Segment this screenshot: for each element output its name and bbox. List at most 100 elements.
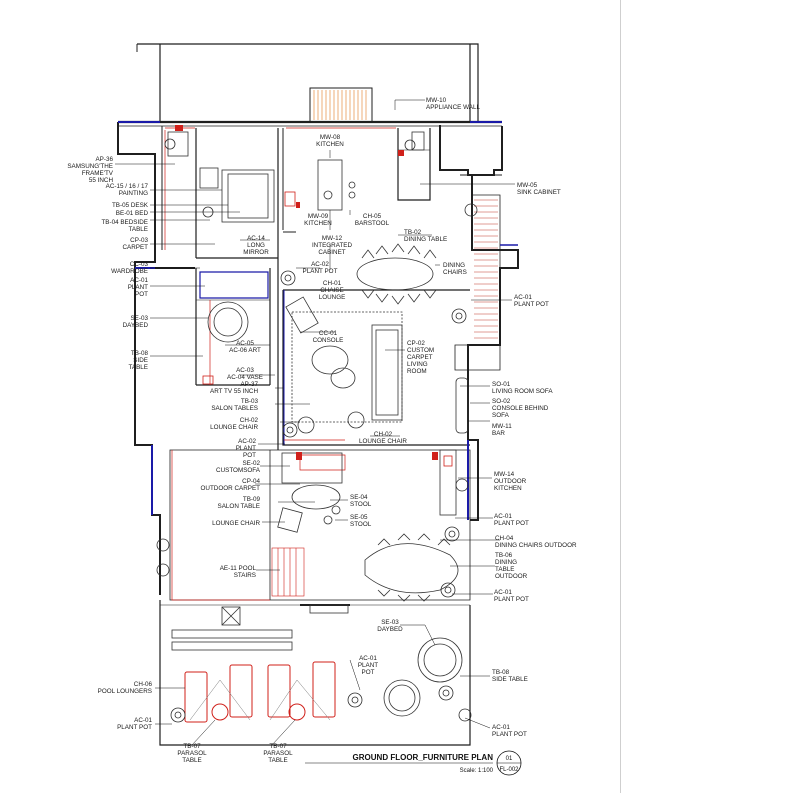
annotation-line: POT	[135, 291, 148, 298]
annotation-line: CONSOLE BEHIND	[492, 405, 549, 412]
annotation-line: TABLE	[129, 226, 148, 233]
annotation-line: AP-37	[240, 381, 258, 388]
annotation-line: ART TV 55 INCH	[210, 388, 258, 395]
annotation-line: AC-15 / 16 / 17	[106, 183, 149, 190]
annotation-line: KITCHEN	[316, 141, 344, 148]
annotation-line: PLANT POT	[514, 301, 549, 308]
annotation-line: SOFA	[492, 412, 510, 419]
annotation-line: TB-09	[243, 496, 261, 503]
annotation-line: FRAME'TV	[82, 170, 114, 177]
annotation-line: SALON TABLE	[218, 503, 260, 510]
annotation-line: AC-01	[514, 294, 532, 301]
annotation-be01: BE-01 BED	[116, 210, 149, 217]
annotation-line: CP-02	[407, 340, 425, 347]
annotation-line: LOUNGE CHAIR	[210, 424, 258, 431]
annotation-line: AC-06 ART	[229, 347, 261, 354]
annotation-tb05: TB-05 DESK	[112, 202, 149, 209]
annotation-line: TB-03	[241, 398, 259, 405]
annotation-line: AC-04 VASE	[227, 374, 263, 381]
annotation-line: PLANT	[358, 662, 378, 669]
annotation-line: APPLIANCE WALL	[426, 104, 481, 111]
title-block: 01 FL-002 GROUND FLOOR_FURNITURE PLAN Sc…	[305, 750, 522, 776]
leader-lines	[115, 99, 515, 746]
annotation-line: CH-05	[363, 213, 382, 220]
annotation-line: AC-01	[492, 724, 510, 731]
annotation-line: DAYBED	[377, 626, 403, 633]
pool-loungers	[184, 661, 336, 723]
annotation-line: KITCHEN	[304, 220, 332, 227]
annotation-line: PLANT POT	[303, 268, 338, 275]
annotation-line: TB-07	[183, 743, 201, 750]
annotation-line: CH-04	[495, 535, 514, 542]
annotation-line: TABLE	[129, 364, 148, 371]
annotation-line: AC-01	[494, 589, 512, 596]
annotation-line: CHAIRS	[443, 269, 467, 276]
annotation-line: OUTDOOR	[494, 478, 527, 485]
annotation-line: SE-03	[130, 315, 148, 322]
stair-steps	[474, 199, 498, 339]
annotation-line: MW-11	[492, 423, 512, 430]
annotation-line: CUSTOM	[407, 347, 434, 354]
annotation-line: LIVING ROOM SOFA	[492, 388, 553, 395]
annotation-line: SE-02	[242, 460, 260, 467]
annotation-line: TABLE	[182, 757, 201, 764]
annotation-line: LOUNGE CHAIR	[359, 438, 407, 445]
annotation-line: LOUNGE	[319, 294, 346, 301]
annotation-line: OUTDOOR CARPET	[201, 485, 261, 492]
bedroom-furniture	[167, 131, 425, 223]
annotation-line: MW-09	[308, 213, 329, 220]
annotation-line: AC-02	[311, 261, 329, 268]
annotation-line: SO-02	[492, 398, 511, 405]
annotation-line: AE-11 POOL	[220, 565, 257, 572]
annotation-line: MIRROR	[243, 249, 269, 256]
annotation-line: CONSOLE	[313, 337, 344, 344]
annotation-line: PARASOL	[263, 750, 293, 757]
annotation-line: SE-04	[350, 494, 368, 501]
terrace-lounge	[277, 449, 457, 533]
annotation-line: TB-07	[269, 743, 287, 750]
annotation-line: INTEGRATED	[312, 242, 353, 249]
red-markers	[175, 125, 438, 460]
annotation-line: PLANT POT	[494, 596, 529, 603]
annotation-line: MW-08	[320, 134, 341, 141]
appliance-wall-hatch	[313, 90, 367, 120]
annotation-line: SIDE TABLE	[492, 676, 528, 683]
annotation-line: MW-14	[494, 471, 515, 478]
annotation-line: DINING TABLE	[404, 236, 447, 243]
annotation-line: PARASOL	[177, 750, 207, 757]
annotation-line: CHAISE	[320, 287, 343, 294]
annotation-line: PLANT	[128, 284, 148, 291]
annotation-line: BE-01 BED	[116, 210, 149, 217]
annotation-line: SAMSUNG'THE	[67, 163, 113, 170]
annotation-line: CH-02	[374, 431, 393, 438]
